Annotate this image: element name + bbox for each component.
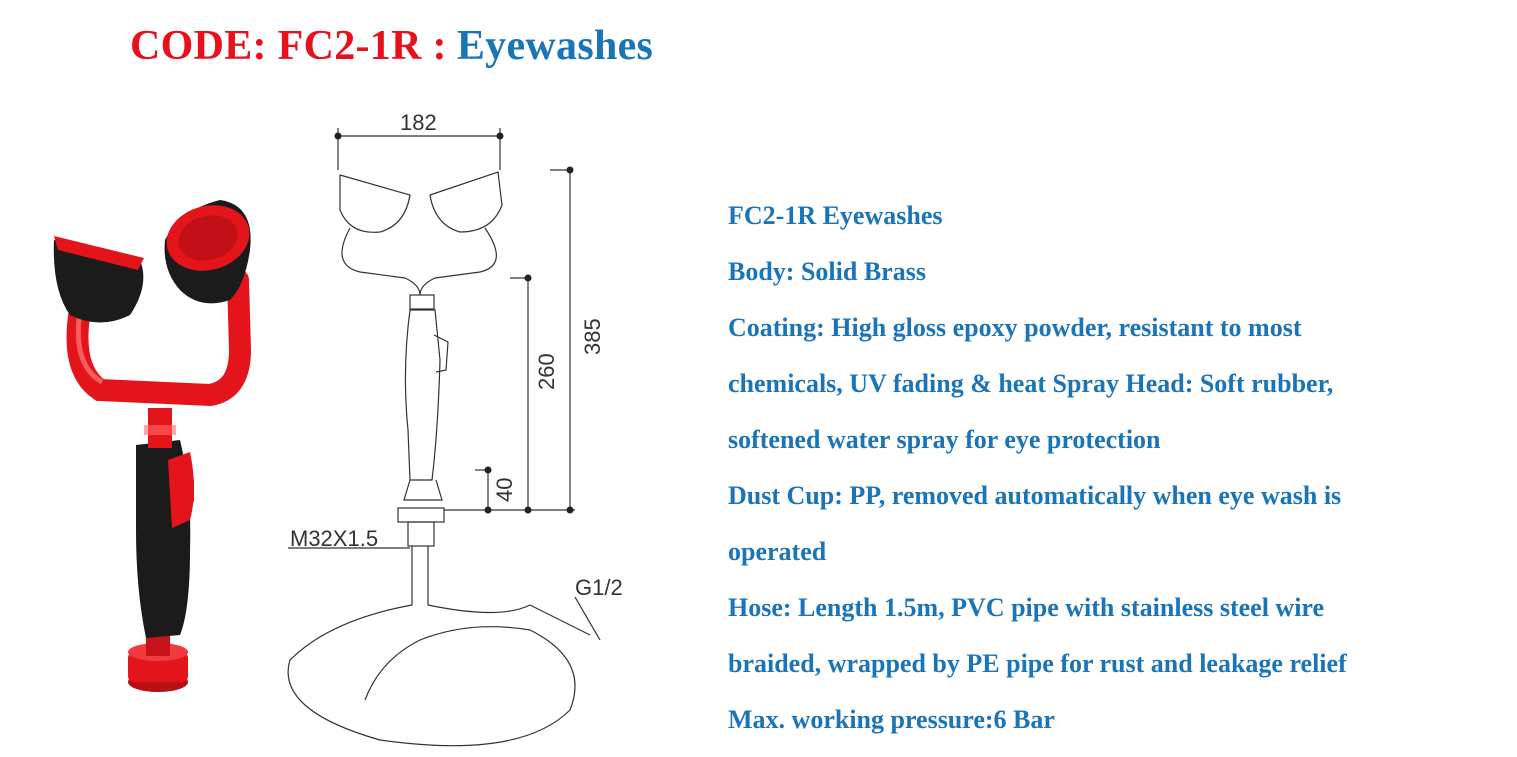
dim-mid-height-label: 260: [534, 353, 559, 390]
eyewash-technical-drawing: 182 385 260 40 M32X1.5 G1/2: [287, 110, 623, 747]
dim-width-label: 182: [400, 110, 437, 135]
spec-line: Dust Cup: PP, removed automatically when…: [728, 481, 1342, 510]
spec-line: Hose: Length 1.5m, PVC pipe with stainle…: [728, 593, 1325, 622]
spec-line: softened water spray for eye protection: [728, 425, 1161, 454]
product-name: Eyewashes: [456, 23, 654, 69]
spec-list: FC2-1R Eyewashes Body: Solid Brass Coati…: [728, 188, 1488, 748]
page-title: CODE: FC2-1R :Eyewashes: [130, 22, 653, 70]
thread-label: M32X1.5: [290, 526, 378, 551]
dim-low-height-label: 40: [492, 478, 517, 502]
dim-total-height-label: 385: [580, 318, 605, 355]
spec-line: Max. working pressure:6 Bar: [728, 705, 1055, 734]
hose-thread-label: G1/2: [575, 575, 623, 600]
spec-line: braided, wrapped by PE pipe for rust and…: [728, 649, 1347, 678]
spec-line: Body: Solid Brass: [728, 257, 926, 286]
spec-line: FC2-1R Eyewashes: [728, 201, 943, 230]
eyewash-product-image: [53, 200, 252, 692]
spec-line: operated: [728, 537, 827, 566]
spec-line: chemicals, UV fading & heat Spray Head: …: [728, 369, 1334, 398]
spec-line: Coating: High gloss epoxy powder, resist…: [728, 313, 1302, 342]
product-code: CODE: FC2-1R :: [130, 23, 447, 69]
